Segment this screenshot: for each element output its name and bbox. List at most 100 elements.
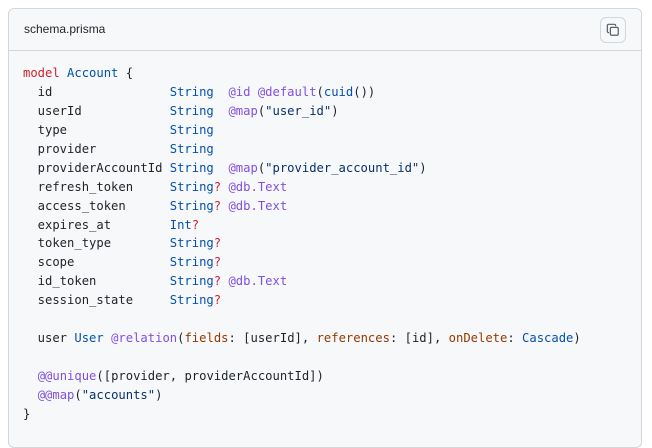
code-token: ( <box>316 84 324 99</box>
code-token: Account <box>67 66 119 80</box>
code-token: String <box>169 274 214 289</box>
code-token: ( <box>74 387 82 402</box>
code-token: String <box>169 293 214 308</box>
code-line: model Account { <box>23 64 581 83</box>
code-line <box>23 348 581 367</box>
code-token: "accounts" <box>81 387 156 402</box>
code-token: @relation <box>111 331 178 346</box>
code-token: : [userId], <box>228 331 317 346</box>
code-token: ) <box>155 387 163 402</box>
code-token: String <box>169 160 214 175</box>
code-token <box>23 388 38 402</box>
code-token: : <box>507 331 523 346</box>
code-line: @@unique([provider, providerAccountId]) <box>23 367 581 386</box>
code-token <box>250 85 257 99</box>
code-line: token_type String? <box>23 234 581 253</box>
code-content: model Account { id String @id @default(c… <box>23 64 581 424</box>
code-line: type String <box>23 121 581 140</box>
filename-label: schema.prisma <box>24 22 106 36</box>
code-line: user User @relation(fields: [userId], re… <box>23 329 581 348</box>
code-token: ()) <box>353 84 376 99</box>
code-line: id_token String? @db.Text <box>23 272 581 291</box>
code-token: expires_at <box>23 217 170 232</box>
code-line: @@map("accounts") <box>23 386 581 405</box>
code-token: @map <box>228 103 258 118</box>
code-token: String <box>169 122 214 137</box>
code-token: @@unique <box>37 369 97 383</box>
code-token: String <box>169 141 214 156</box>
code-token: @db.Text <box>228 274 288 289</box>
code-token: } <box>23 406 31 421</box>
code-token: type <box>23 122 170 137</box>
code-token: : [id], <box>389 331 449 346</box>
code-line: refresh_token String? @db.Text <box>23 178 581 197</box>
code-token: session_state <box>23 293 170 308</box>
code-token <box>214 104 229 118</box>
code-token: @db.Text <box>228 179 288 194</box>
code-token: ? <box>213 255 222 270</box>
copy-icon <box>606 23 619 36</box>
code-token: Int <box>169 217 192 232</box>
code-token: ? <box>213 293 222 308</box>
code-token: refresh_token <box>23 179 170 194</box>
code-token: user <box>23 331 75 346</box>
code-line: session_state String? <box>23 291 581 310</box>
code-token: userId <box>23 103 170 118</box>
code-token: String <box>169 198 214 213</box>
code-token <box>214 161 229 175</box>
code-token: { <box>118 66 134 80</box>
code-token: ? <box>213 198 222 213</box>
code-token: access_token <box>23 198 170 213</box>
code-token: cuid <box>323 84 354 99</box>
code-token: ( <box>257 160 266 175</box>
code-token: String <box>169 255 214 270</box>
code-token: ([provider, providerAccountId]) <box>96 369 324 383</box>
code-token: User <box>74 331 104 346</box>
code-token: id <box>23 84 170 99</box>
code-token: ? <box>213 179 222 194</box>
code-token: ? <box>213 236 222 251</box>
code-token <box>60 66 67 80</box>
code-line: expires_at Int? <box>23 216 581 235</box>
code-line: userId String @map("user_id") <box>23 102 581 121</box>
code-token: "provider_account_id" <box>265 160 420 175</box>
code-token: providerAccountId <box>23 160 170 175</box>
code-token: ( <box>177 331 185 346</box>
code-token: ) <box>573 331 581 346</box>
code-token: provider <box>23 141 170 156</box>
code-token: String <box>169 179 214 194</box>
code-line: provider String <box>23 140 581 159</box>
code-token: id_token <box>23 274 170 289</box>
code-token: onDelete <box>448 331 508 346</box>
code-token: "user_id" <box>265 103 332 118</box>
code-token: token_type <box>23 236 170 251</box>
code-token: ( <box>257 103 266 118</box>
code-block: schema.prisma model Account { id String … <box>8 8 642 448</box>
code-token: @map <box>228 160 258 175</box>
code-token: fields <box>184 331 229 346</box>
code-token <box>104 331 111 345</box>
code-line: id String @id @default(cuid()) <box>23 83 581 102</box>
code-token: ) <box>419 160 427 175</box>
code-token: scope <box>23 255 170 270</box>
code-line: providerAccountId String @map("provider_… <box>23 159 581 178</box>
code-token: @default <box>257 84 317 99</box>
code-token <box>23 369 38 383</box>
code-line: } <box>23 405 581 424</box>
code-token: Cascade <box>522 331 574 346</box>
code-token: String <box>169 103 214 118</box>
code-line <box>23 310 581 329</box>
code-token: ) <box>331 103 339 118</box>
code-token: ? <box>213 274 222 289</box>
code-token: references <box>316 331 390 346</box>
code-token: String <box>169 84 214 99</box>
code-line: scope String? <box>23 253 581 272</box>
code-token: String <box>169 236 214 251</box>
code-token: @@map <box>37 387 75 402</box>
copy-button[interactable] <box>600 17 626 43</box>
code-token: model <box>23 66 60 80</box>
code-block-header: schema.prisma <box>9 9 641 51</box>
code-line: access_token String? @db.Text <box>23 197 581 216</box>
code-token: ? <box>191 217 200 232</box>
code-token: @id <box>228 84 251 99</box>
